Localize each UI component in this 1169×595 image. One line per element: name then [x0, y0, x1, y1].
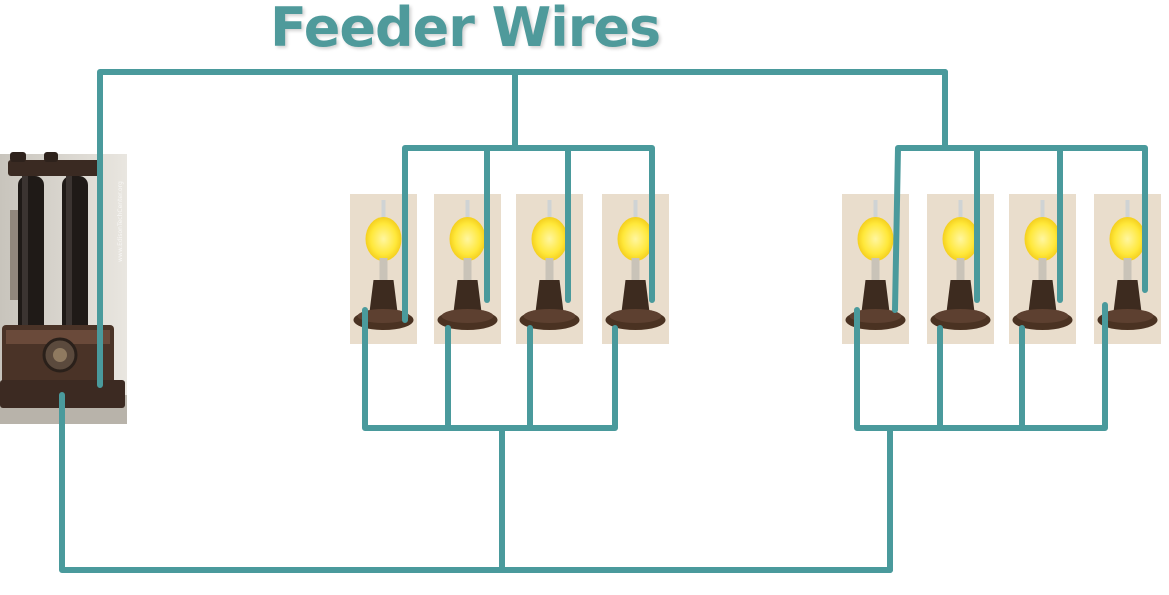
bulb-neck — [545, 258, 554, 280]
lamp-bulb-2-3 — [1009, 194, 1076, 344]
lamp-bulb-1-2 — [434, 194, 501, 344]
lamp-bulbs — [350, 194, 1161, 344]
bulb-tip — [381, 200, 386, 218]
bulb-glass-icon — [942, 217, 979, 261]
bulb-tip — [633, 200, 638, 218]
left-return-bus — [362, 307, 618, 431]
bulb-stand-top — [523, 309, 576, 323]
bulb-stand-top — [849, 309, 902, 323]
bulb-tip — [1040, 200, 1045, 218]
feeder-supply-top — [97, 69, 948, 388]
bulb-base — [946, 280, 975, 312]
bulb-glass-icon — [365, 217, 402, 261]
bulb-glass-icon — [1024, 217, 1061, 261]
bulb-base — [621, 280, 650, 312]
bulb-base — [1113, 280, 1142, 312]
bulb-glass-icon — [531, 217, 568, 261]
bulb-base — [453, 280, 482, 312]
left-supply-bus — [402, 145, 655, 323]
bulb-base — [535, 280, 564, 312]
bulb-tip — [873, 200, 878, 218]
bulb-tip — [547, 200, 552, 218]
dynamo-generator-photo: www.EdisonTechCenter.org — [0, 152, 127, 424]
bulb-stand-top — [934, 309, 987, 323]
bulb-base — [1028, 280, 1057, 312]
bulb-neck — [631, 258, 640, 280]
photo-watermark: www.EdisonTechCenter.org — [117, 181, 124, 262]
bulb-base — [861, 280, 890, 312]
bulb-stand-top — [441, 309, 494, 323]
bulb-stand-top — [1016, 309, 1069, 323]
bulb-tip — [958, 200, 963, 218]
diagram-title: Feeder Wires — [270, 0, 661, 59]
lamp-bulb-2-2 — [927, 194, 994, 344]
bulb-neck — [1123, 258, 1132, 280]
bulb-base — [369, 280, 398, 312]
feeder-return-bottom — [59, 392, 893, 573]
bulb-stand-top — [357, 309, 410, 323]
bulb-glass-icon — [617, 217, 654, 261]
feeder-wires — [59, 69, 1148, 573]
bulb-neck — [1038, 258, 1047, 280]
bulb-glass-icon — [857, 217, 894, 261]
right-supply-bus — [892, 145, 1148, 313]
bulb-glass-icon — [449, 217, 486, 261]
lamp-bulb-1-4 — [602, 194, 669, 344]
bulb-stand-top — [1101, 309, 1154, 323]
bulb-tip — [465, 200, 470, 218]
right-return-bus — [854, 302, 1108, 431]
bulb-neck — [379, 258, 388, 280]
bulb-tip — [1125, 200, 1130, 218]
lamp-bulb-1-3 — [516, 194, 583, 344]
bulb-neck — [956, 258, 965, 280]
bulb-neck — [871, 258, 880, 280]
bulb-glass-icon — [1109, 217, 1146, 261]
bulb-neck — [463, 258, 472, 280]
bulb-stand-top — [609, 309, 662, 323]
